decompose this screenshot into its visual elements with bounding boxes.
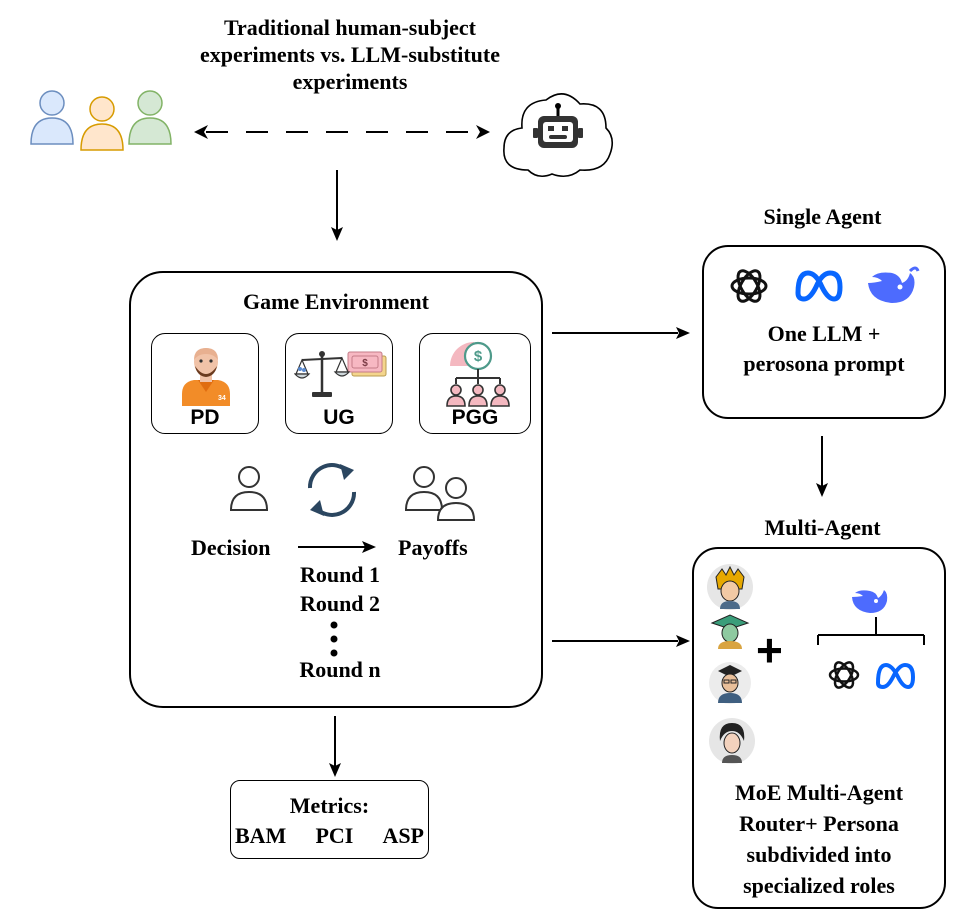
- arrow-game-to-metrics: [329, 716, 341, 777]
- multi-agent-body: MoE Multi-Agent Router+ Persona subdivid…: [694, 777, 944, 901]
- decision-to-payoffs-arrow: [298, 541, 376, 553]
- arrow-header-to-game: [331, 170, 343, 241]
- single-agent-body: One LLM + perosona prompt: [704, 319, 944, 379]
- router-tree: [817, 590, 925, 689]
- multi-agent-body-line-1: MoE Multi-Agent: [734, 780, 904, 805]
- round-n-label: Round n: [299, 657, 381, 682]
- decision-person-icon: [229, 466, 269, 511]
- person-blue-icon: [30, 90, 74, 145]
- payoffs-label: Payoffs: [398, 535, 468, 560]
- openai-logo-icon: [730, 269, 768, 303]
- header-title-line-3: experiments: [292, 69, 408, 94]
- persona-avatar-4-icon: [709, 718, 755, 764]
- multi-agent-body-line-2: Router+ Persona: [739, 811, 899, 836]
- cycle-icon: [307, 463, 357, 517]
- multi-agent-box: + MoE Multi-Agent Router+ Persona subdiv…: [692, 547, 946, 909]
- single-agent-box: One LLM + perosona prompt: [702, 245, 946, 419]
- decision-label: Decision: [191, 535, 271, 560]
- metric-asp: ASP: [382, 823, 424, 848]
- llm-robot-cloud-icon: [503, 93, 614, 178]
- router-deepseek-logo-icon: [852, 590, 888, 613]
- single-agent-heading: Single Agent: [763, 204, 882, 229]
- game-card-pgg[interactable]: $ PGG: [419, 333, 531, 434]
- payoffs-group-icon: [404, 466, 476, 521]
- router-meta-logo-icon: [876, 663, 915, 689]
- person-orange-icon: [80, 96, 124, 151]
- game-label-pgg: PGG: [451, 406, 499, 429]
- arrow-single-to-multi: [816, 436, 828, 497]
- comparison-dashed-arrow: [194, 125, 490, 139]
- metrics-box: Metrics: BAM PCI ASP: [230, 780, 429, 859]
- header-title-line-2: experiments vs. LLM-substitute: [199, 42, 501, 67]
- game-card-pd[interactable]: 34 PD: [151, 333, 259, 434]
- scale-money-icon: $: [294, 351, 387, 397]
- meta-logo-icon: [795, 270, 843, 302]
- multi-agent-body-line-4: specialized roles: [743, 873, 895, 898]
- game-environment-title: Game Environment: [243, 289, 429, 314]
- router-openai-logo-icon: [828, 661, 860, 689]
- round-1-label: Round 1: [299, 562, 381, 587]
- header-title-line-1: Traditional human-subject: [223, 15, 476, 40]
- header-title: Traditional human-subject experiments vs…: [150, 14, 550, 95]
- metric-bam: BAM: [235, 823, 287, 848]
- metrics-title: Metrics:: [289, 793, 370, 818]
- game-label-pd: PD: [190, 406, 220, 429]
- multi-agent-heading: Multi-Agent: [764, 515, 881, 540]
- single-agent-body-line-2: perosona prompt: [743, 351, 905, 376]
- metric-pci: PCI: [315, 823, 354, 848]
- multi-agent-plus: +: [756, 624, 783, 676]
- single-agent-body-line-1: One LLM +: [767, 321, 881, 346]
- round-2-label: Round 2: [299, 591, 381, 616]
- public-goods-icon: $: [446, 341, 510, 407]
- person-green-icon: [128, 90, 172, 145]
- prisoner-icon: 34: [182, 348, 230, 406]
- persona-avatar-1-icon: [707, 564, 753, 610]
- persona-avatar-3-icon: [709, 662, 751, 704]
- game-label-ug: UG: [323, 406, 355, 429]
- human-participants-icon: [30, 90, 172, 151]
- metrics-items: BAM PCI ASP: [231, 823, 428, 849]
- multi-agent-body-line-3: subdivided into: [746, 842, 892, 867]
- money-currency-symbol: $: [362, 358, 368, 369]
- robot-icon: [533, 103, 583, 148]
- arrow-game-to-single-agent: [552, 327, 690, 339]
- persona-avatar-2-icon: [710, 614, 750, 649]
- pgg-currency-symbol: $: [474, 348, 483, 365]
- deepseek-logo-icon: [868, 266, 920, 303]
- game-card-ug[interactable]: $ UG: [285, 333, 393, 434]
- rounds-ellipsis-dots: [330, 621, 338, 657]
- arrow-game-to-multi-agent: [552, 635, 690, 647]
- prisoner-badge-number: 34: [218, 395, 226, 402]
